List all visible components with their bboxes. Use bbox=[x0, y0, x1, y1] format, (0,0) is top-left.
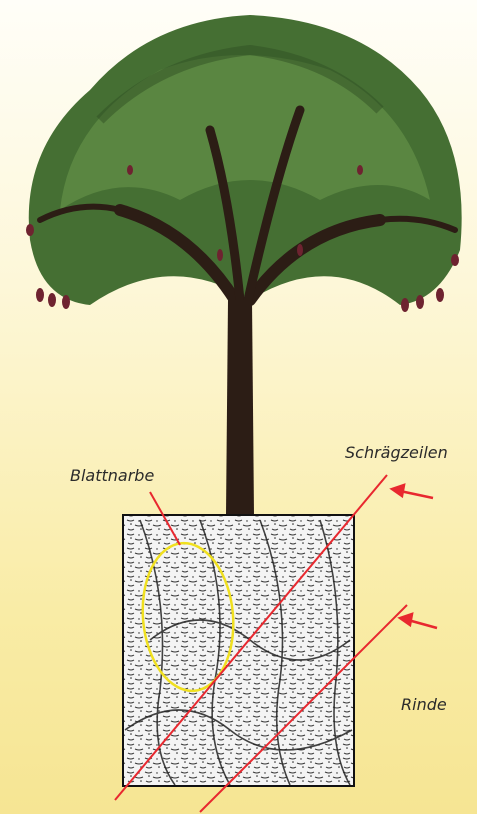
tree-crown bbox=[29, 15, 462, 305]
arrow-left-icon bbox=[392, 485, 433, 498]
leaf-scar-label: Blattnarbe bbox=[70, 466, 154, 485]
arrow-left-icon bbox=[400, 614, 437, 628]
tree-trunk bbox=[226, 300, 254, 515]
bark-label: Rinde bbox=[401, 695, 447, 714]
oblique-rows-label: Schrägzeilen bbox=[345, 443, 448, 462]
